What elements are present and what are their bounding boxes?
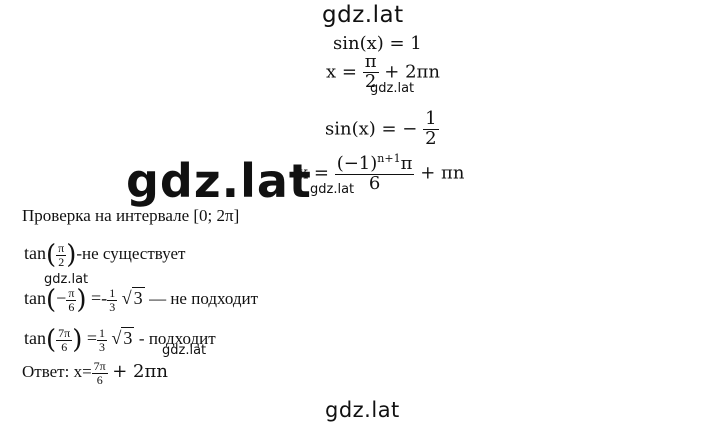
eq4-fraction: (−1)n+1π 6 (334, 152, 415, 194)
watermark-large: gdz.lat (126, 154, 312, 208)
eq2-fraction: π 2 (362, 51, 379, 92)
row1-result: -не существует (76, 244, 186, 264)
answer-tail: + 2πn (112, 361, 168, 383)
equation-x-general-solution: x = (−1)n+1π 6 + πn (298, 153, 464, 194)
eq3-numerator: 1 (423, 108, 439, 130)
eq2-tail: + 2πn (384, 61, 440, 83)
equation-sin-x-equals-1: sin(x) = 1 (333, 33, 422, 54)
eq3-lhs: sin(x) = − (325, 118, 418, 140)
watermark-small-3: gdz.lat (44, 272, 89, 287)
watermark-bottom: gdz.lat (325, 398, 400, 422)
row2-result: — не подходит (149, 289, 259, 309)
eq2-lhs: x = (326, 61, 357, 83)
eq2-numerator: π (362, 51, 379, 73)
eq4-denominator: 6 (368, 172, 381, 194)
watermark-small-4: gdz.lat (162, 343, 207, 358)
equation-x-pi-over-2: x = π 2 + 2πn (326, 51, 440, 92)
eq3-fraction: 1 2 (423, 108, 439, 149)
eq4-lhs: x = (298, 162, 329, 184)
watermark-small-1: gdz.lat (370, 81, 415, 96)
eq4-tail: + πn (420, 162, 465, 184)
check-interval-heading: Проверка на интервале [0; 2π] (22, 206, 240, 225)
row3-result: - подходит (138, 329, 216, 349)
row1-function: tan (24, 243, 46, 264)
eq3-denominator: 2 (425, 127, 437, 149)
answer-label: Ответ: x= (22, 362, 92, 382)
eq4-numerator: (−1)n+1π (334, 152, 415, 175)
equation-sin-x-minus-half: sin(x) = − 1 2 (325, 108, 439, 149)
eq2-denominator: 2 (364, 70, 377, 92)
watermark-small-2: gdz.lat (310, 182, 355, 197)
watermark-top: gdz.lat (322, 2, 404, 28)
